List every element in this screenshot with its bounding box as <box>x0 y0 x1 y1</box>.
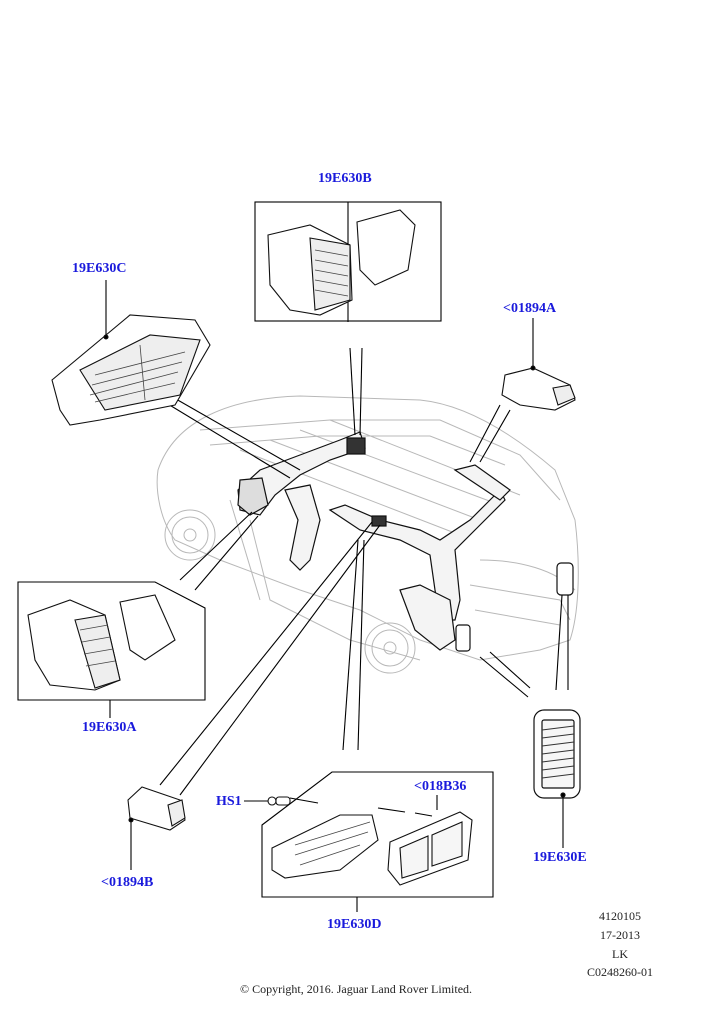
vent-19E630A-icon <box>27 594 176 691</box>
vent-19E630D-icon <box>271 811 473 886</box>
ref-initials: LK <box>612 947 628 961</box>
callout-01894B[interactable]: <01894B <box>101 875 154 890</box>
screw-HS1-icon <box>267 796 291 806</box>
duct-network <box>237 431 574 652</box>
vent-19E630E-icon <box>533 709 581 799</box>
part-box-19E630A <box>17 581 206 701</box>
callout-01894A[interactable]: <01894A <box>503 301 557 316</box>
callout-19E630E[interactable]: 19E630E <box>533 850 587 865</box>
ref-number: 4120105 <box>599 909 641 923</box>
part-box-19E630B <box>254 201 442 322</box>
callout-19E630C[interactable]: 19E630C <box>72 261 127 276</box>
leader-lines <box>105 202 569 912</box>
callout-018B36[interactable]: <018B36 <box>414 779 467 794</box>
callout-19E630B[interactable]: 19E630B <box>318 171 372 186</box>
vehicle-outline <box>156 395 579 674</box>
ref-code: C0248260-01 <box>587 965 653 979</box>
vent-19E630B-icon <box>267 209 416 316</box>
vent-19E630C-icon <box>51 314 211 426</box>
part-box-19E630D <box>261 771 494 898</box>
callout-19E630A[interactable]: 19E630A <box>82 720 137 735</box>
copyright-notice: © Copyright, 2016. Jaguar Land Rover Lim… <box>239 982 473 996</box>
ref-date: 17-2013 <box>600 928 640 942</box>
duct-01894A-icon <box>501 365 576 411</box>
callout-19E630D[interactable]: 19E630D <box>327 917 382 932</box>
duct-01894B-icon <box>127 786 186 831</box>
callout-HS1[interactable]: HS1 <box>216 794 242 809</box>
